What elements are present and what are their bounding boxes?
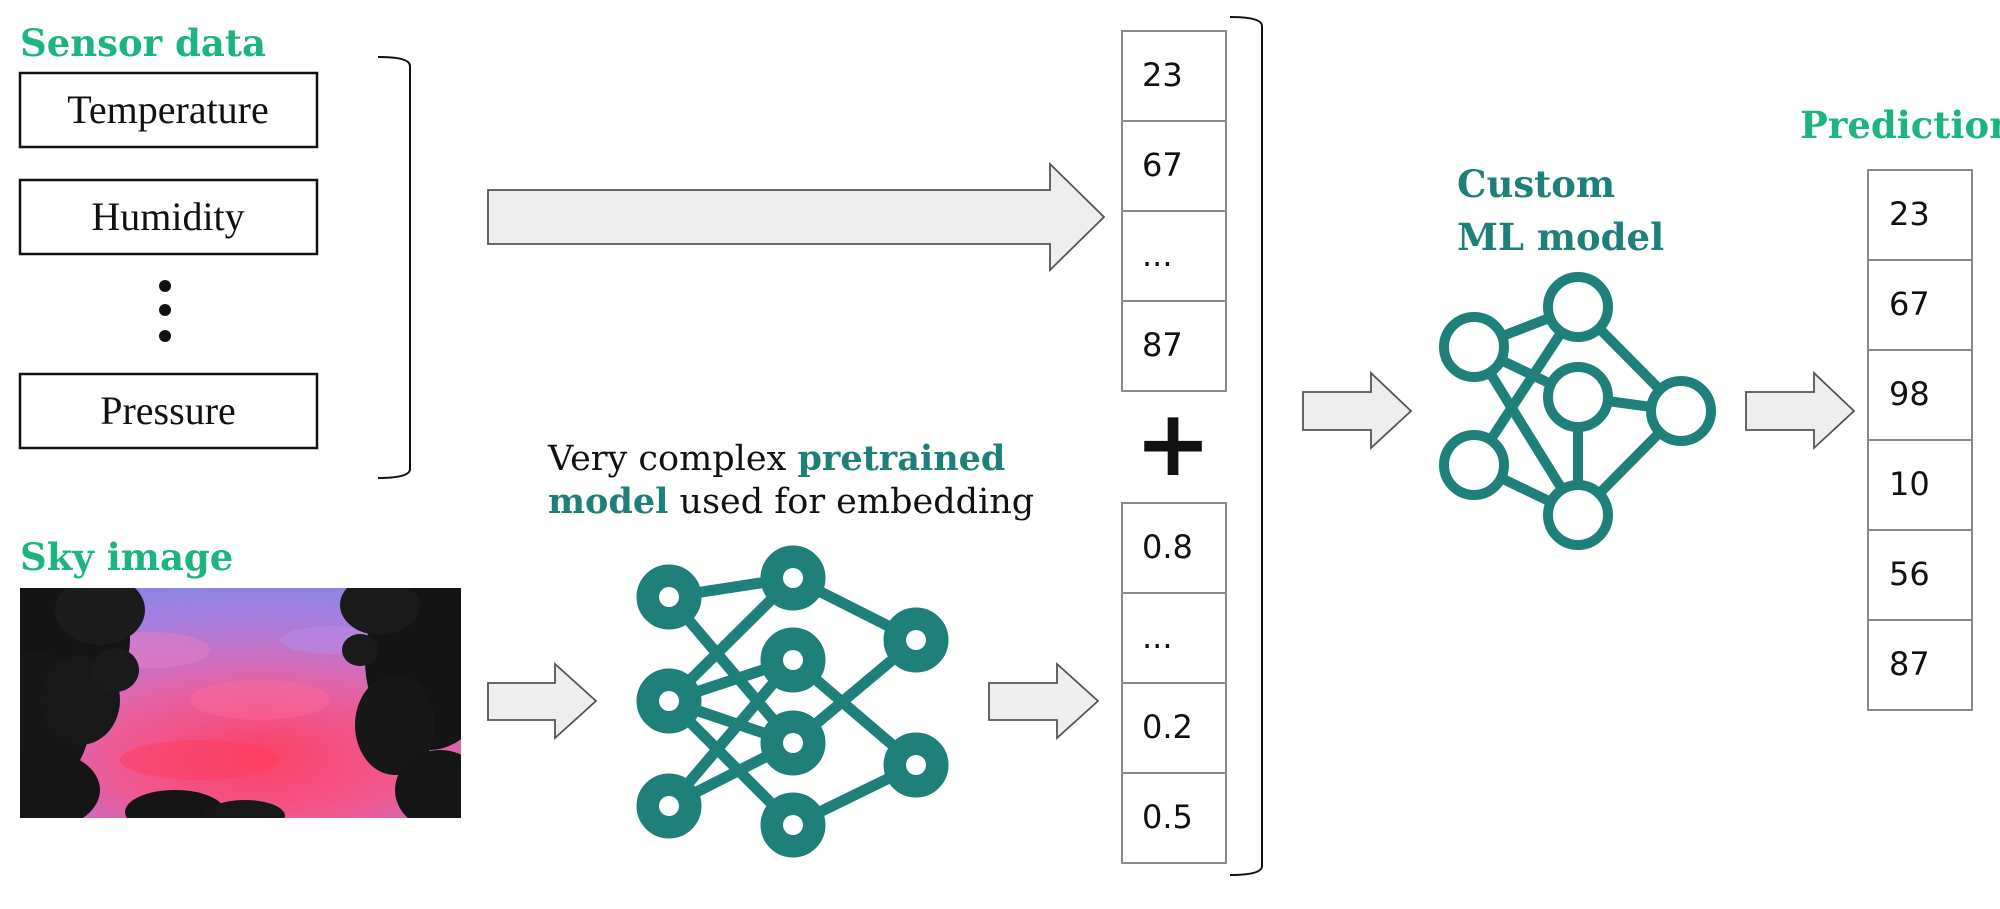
sensor-label-humidity: Humidity [91,194,244,239]
vector-cell-value: 87 [1142,326,1183,364]
custom-model-title-line1: Custom [1457,162,1615,206]
prediction-value: 87 [1889,645,1930,683]
pretrained-caption-model: model [548,481,668,522]
sensor-data-title: Sensor data [20,21,266,65]
vector-cell: 87 [1121,300,1227,392]
vector-cell-value: 0.8 [1142,528,1193,566]
pretrained-caption-line1: Very complex pretrained [547,438,1005,479]
prediction-value: 67 [1889,285,1930,323]
vector-cell-value: ... [1142,236,1173,274]
pretrained-to-embedding-arrow [988,661,1100,741]
sensor-box-temperature: Temperature [18,71,319,149]
vector-cell: 0.2 [1121,682,1227,774]
vector-cell: 23 [1121,30,1227,122]
prediction-cell: 67 [1867,259,1973,351]
prediction-cell: 23 [1867,169,1973,261]
combined-vector-bracket [1229,16,1263,876]
pretrained-network-icon [636,545,949,858]
vertical-ellipsis [159,280,171,342]
image-to-pretrained-arrow [487,661,598,741]
embedding-vector: 0.8 ... 0.2 0.5 [1121,502,1227,864]
plus-symbol: + [1134,390,1211,497]
vector-cell: 67 [1121,120,1227,212]
sensor-group-bracket [377,56,411,479]
prediction-cell: 98 [1867,349,1973,441]
prediction-value: 10 [1889,465,1930,503]
prediction-value: 23 [1889,195,1930,233]
sensor-label-temperature: Temperature [67,87,269,132]
prediction-value: 56 [1889,555,1930,593]
vector-cell-value: 67 [1142,146,1183,184]
prediction-cell: 56 [1867,529,1973,621]
vector-cell: ... [1121,592,1227,684]
model-to-predictions-arrow [1745,370,1856,451]
sensor-box-humidity: Humidity [18,178,319,256]
custom-model-network-icon [1439,272,1716,550]
sky-image-title: Sky image [20,535,233,579]
pretrained-caption-bold: pretrained [797,438,1005,479]
vector-cell-value: ... [1142,618,1173,656]
sensor-box-pressure: Pressure [18,372,319,450]
custom-model-title-line2: ML model [1457,215,1664,259]
vector-cell: ... [1121,210,1227,302]
vector-cell-value: 23 [1142,56,1183,94]
vector-cell: 0.8 [1121,502,1227,594]
sensor-to-vector-arrow [487,161,1106,273]
sky-photo [20,588,461,818]
prediction-cell: 10 [1867,439,1973,531]
pretrained-caption-rest: used for embedding [668,482,1034,522]
sensor-label-pressure: Pressure [100,388,236,433]
vector-cell-value: 0.5 [1142,798,1193,836]
predictions-vector: 23 67 98 10 56 87 [1867,169,1973,711]
vector-cell-value: 0.2 [1142,708,1193,746]
prediction-cell: 87 [1867,619,1973,711]
sensor-vector: 23 67 ... 87 [1121,30,1227,392]
vector-cell: 0.5 [1121,772,1227,864]
pretrained-caption-line2: model used for embedding [548,481,1034,522]
vector-to-model-arrow [1302,370,1413,451]
predictions-title: Predictions [1800,103,2000,147]
pretrained-caption-plain: Very complex [547,439,797,479]
prediction-value: 98 [1889,375,1930,413]
